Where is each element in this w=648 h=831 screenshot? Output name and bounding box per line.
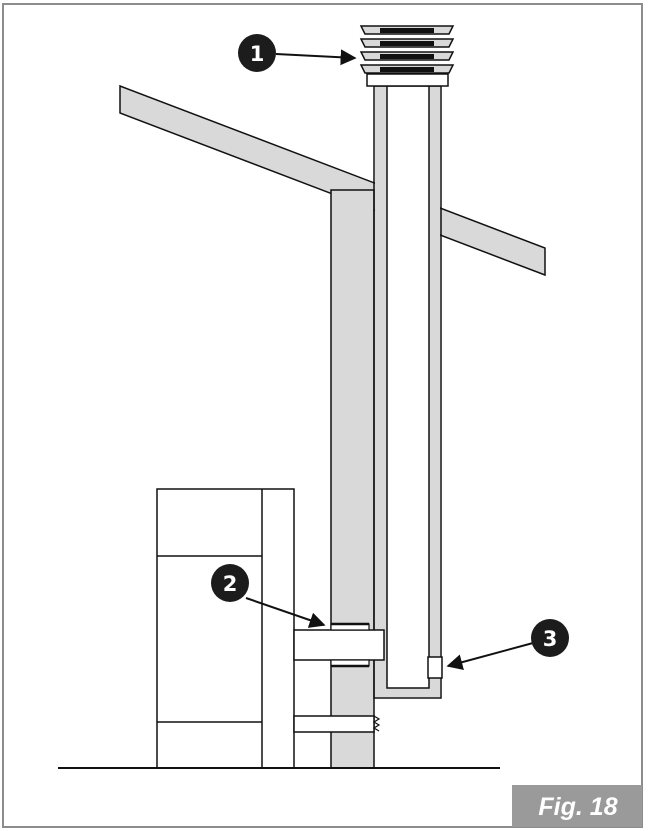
wall-thimble xyxy=(293,622,385,668)
figure-frame xyxy=(2,3,643,828)
callout-1-badge xyxy=(238,34,276,72)
figure-label-bg xyxy=(512,785,642,827)
callout-3-badge xyxy=(531,619,569,657)
callout-3-number: 3 xyxy=(543,627,558,651)
callout-1-arrow xyxy=(275,49,357,66)
callout-1: 1 xyxy=(238,34,357,72)
cleanout-tee xyxy=(427,656,443,679)
callout-2-badge xyxy=(211,564,249,602)
callout-2-arrow xyxy=(245,597,326,628)
callout-2: 2 xyxy=(211,564,326,628)
callout-3-arrow xyxy=(446,642,534,670)
figure-label-box: Fig. 18 xyxy=(512,785,642,827)
callout-1-number: 1 xyxy=(250,42,265,66)
chimney-pipe xyxy=(373,85,442,699)
callout-2-number: 2 xyxy=(223,572,238,596)
figure-label: Fig. 18 xyxy=(538,793,617,821)
stove xyxy=(156,488,295,769)
callout-3: 3 xyxy=(446,619,569,670)
lower-connector xyxy=(293,715,381,733)
chimney-cap xyxy=(359,25,455,87)
wall-column xyxy=(330,189,375,769)
